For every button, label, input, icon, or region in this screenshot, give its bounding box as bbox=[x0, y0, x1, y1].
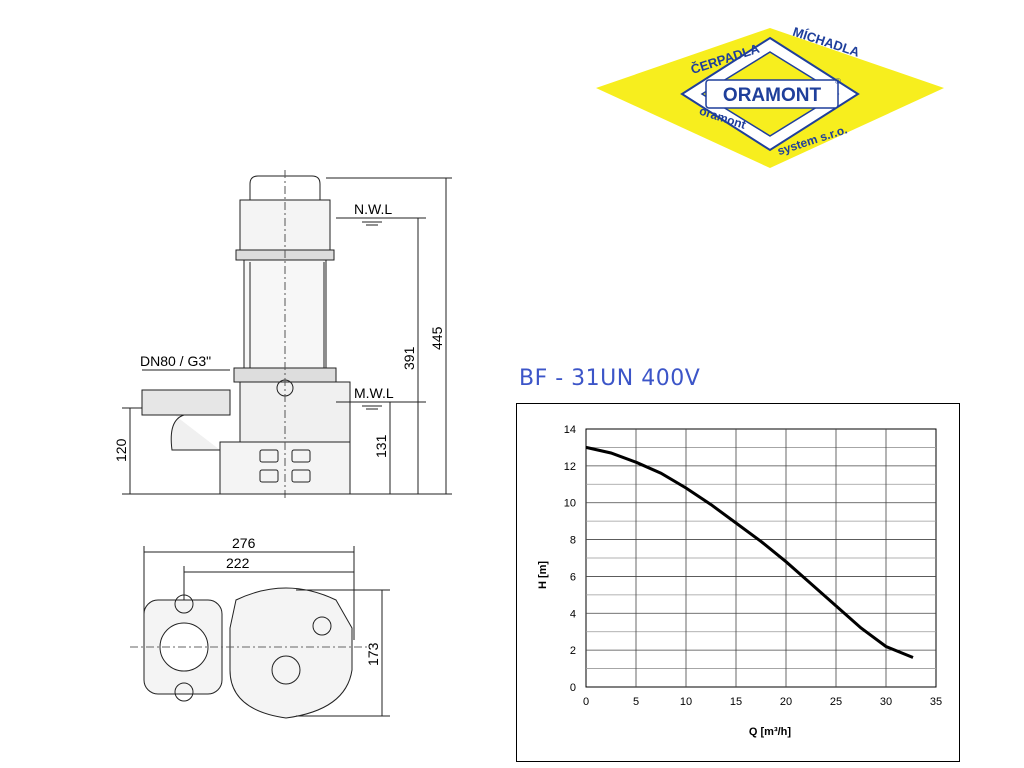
chart-grid bbox=[585, 428, 937, 688]
dim-131: 131 bbox=[373, 434, 389, 458]
chart-frame bbox=[516, 403, 960, 762]
oramont-logo: ČERPADLA MÍCHADLA ORAMONT ® oramont syst… bbox=[596, 24, 944, 168]
pump-dimension-drawing: N.W.L M.W.L 445 391 131 120 DN80 / G3" bbox=[113, 170, 452, 719]
x-tick-label: 30 bbox=[880, 696, 892, 708]
logo-registered-mark: ® bbox=[835, 77, 841, 86]
y-tick-label: 8 bbox=[570, 535, 576, 547]
y-tick-label: 0 bbox=[570, 682, 576, 694]
mwl-label: M.W.L bbox=[354, 385, 394, 401]
x-tick-label: 10 bbox=[680, 696, 692, 708]
x-tick-label: 20 bbox=[780, 696, 792, 708]
nwl-label: N.W.L bbox=[354, 201, 392, 217]
dim-173: 173 bbox=[365, 642, 381, 666]
x-axis-label: Q [m³/h] bbox=[749, 726, 791, 738]
y-tick-label: 2 bbox=[570, 645, 576, 657]
dim-445: 445 bbox=[429, 326, 445, 350]
x-tick-label: 25 bbox=[830, 696, 842, 708]
x-tick-label: 35 bbox=[930, 696, 942, 708]
y-tick-label: 6 bbox=[570, 571, 576, 583]
y-tick-label: 10 bbox=[564, 498, 576, 510]
plan-pump-body bbox=[229, 587, 353, 719]
y-tick-label: 4 bbox=[570, 608, 576, 620]
chart-ticks: 0 5 10 15 20 25 30 35 0 2 4 6 8 10 12 14 bbox=[564, 424, 942, 708]
series-line bbox=[585, 445, 914, 659]
dim-276: 276 bbox=[232, 535, 256, 551]
chart-title: BF - 31UN 400V bbox=[519, 366, 701, 391]
x-tick-label: 5 bbox=[633, 696, 639, 708]
logo-brand: ORAMONT bbox=[723, 85, 822, 106]
y-tick-label: 12 bbox=[564, 461, 576, 473]
x-tick-label: 15 bbox=[730, 696, 742, 708]
y-tick-label: 14 bbox=[564, 424, 576, 436]
outlet-label: DN80 / G3" bbox=[140, 353, 211, 369]
dim-391: 391 bbox=[401, 346, 417, 370]
logo-brand-box bbox=[705, 79, 839, 109]
pump-volute bbox=[239, 381, 351, 443]
dim-222: 222 bbox=[226, 555, 250, 571]
x-tick-label: 0 bbox=[583, 696, 589, 708]
performance-chart: 0 5 10 15 20 25 30 35 0 2 4 6 8 10 12 14 Q [m³/h] H [m] bbox=[537, 424, 942, 738]
y-axis-label: H [m] bbox=[537, 561, 549, 589]
dim-120: 120 bbox=[113, 438, 129, 462]
